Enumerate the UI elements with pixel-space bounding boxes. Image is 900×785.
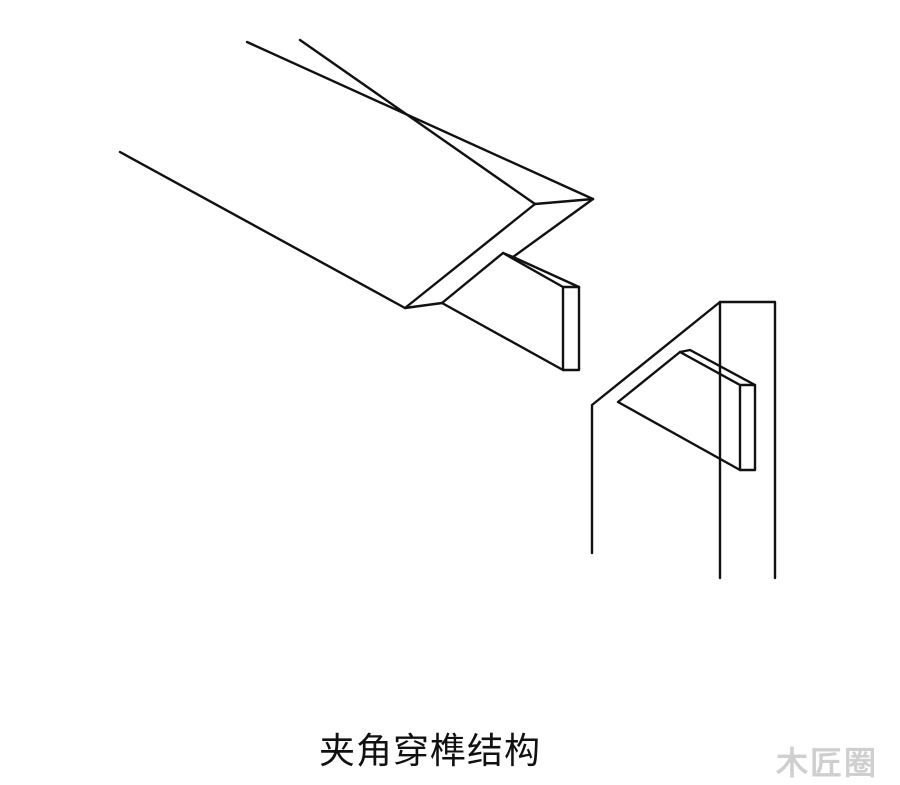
tenon-bottom-edge xyxy=(440,301,565,372)
tenon-end-face xyxy=(561,285,581,372)
horizontal-member-with-tenon xyxy=(118,38,595,372)
diagram-caption: 夹角穿榫结构 xyxy=(318,731,541,772)
post-front-face xyxy=(718,300,777,580)
watermark-logo: 木匠圈 xyxy=(776,744,879,782)
post-miter-edge xyxy=(590,300,722,555)
vertical-post-with-mortise xyxy=(590,300,777,580)
member-top-edge xyxy=(245,40,595,201)
miter-top-edge xyxy=(533,197,595,206)
tenon-top-back-edge xyxy=(511,255,581,289)
miter-back-edge xyxy=(511,197,595,259)
tenon-top-edge xyxy=(501,251,565,289)
miter-ridge xyxy=(403,202,537,310)
tenon-cheek-edge xyxy=(440,251,515,305)
miter-bottom-edge xyxy=(403,301,444,310)
member-top-inner-edge xyxy=(298,38,537,206)
member-bottom-edge xyxy=(118,150,407,310)
